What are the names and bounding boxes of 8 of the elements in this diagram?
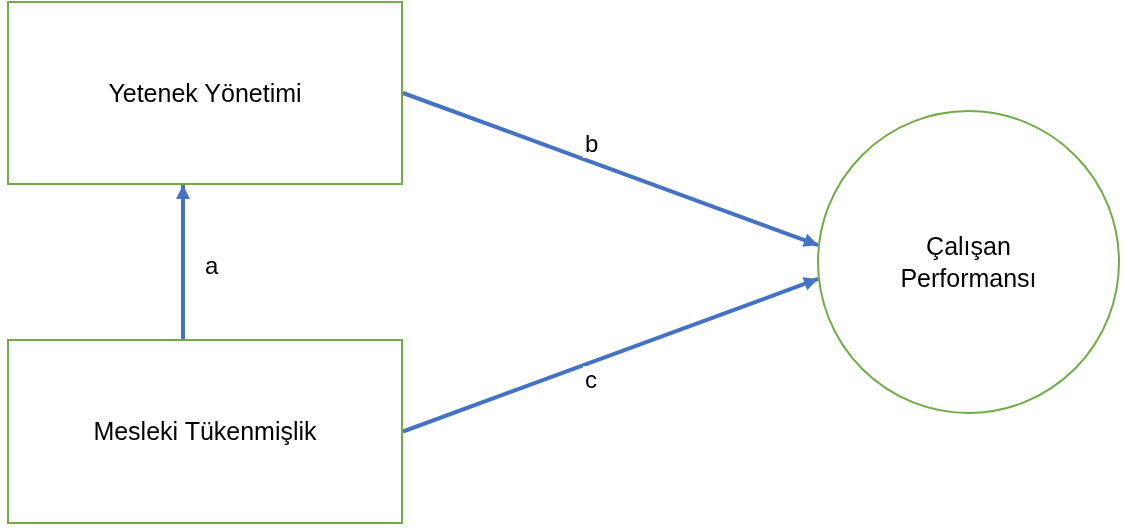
node-label: Mesleki Tükenmişlik xyxy=(93,416,317,448)
node-label: Yetenek Yönetimi xyxy=(108,77,302,109)
arrow xyxy=(402,91,819,247)
node-label: Çalışan Performansı xyxy=(899,230,1038,294)
process-box xyxy=(7,1,403,185)
arrow xyxy=(176,185,190,339)
process-box xyxy=(7,339,403,524)
arrow xyxy=(402,277,819,434)
